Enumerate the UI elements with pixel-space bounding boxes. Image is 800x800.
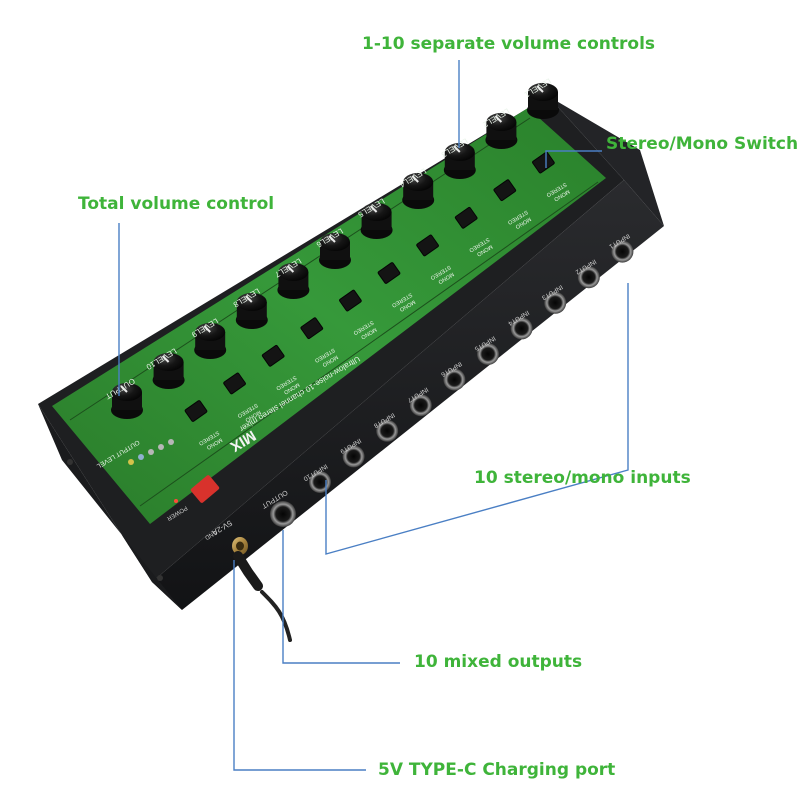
usb-cable: [233, 551, 292, 642]
stereo-mono-switch[interactable]: [184, 400, 208, 422]
input-jack: [510, 317, 533, 340]
level-knob[interactable]: [152, 353, 185, 389]
stereo-mono-switch[interactable]: [416, 234, 439, 257]
input-jack: [443, 368, 466, 391]
leader-stereo: [545, 150, 602, 168]
callout-total-volume: Total volume control: [78, 194, 275, 214]
callout-outputs: 10 mixed outputs: [414, 652, 583, 672]
chassis-right-end: [548, 96, 664, 226]
input-jack: [477, 343, 499, 365]
callout-charging-port: 5V TYPE-C Charging port: [378, 760, 616, 780]
leader-charging: [233, 560, 366, 771]
callout-inputs: 10 stereo/mono inputs: [474, 468, 691, 488]
level-knob[interactable]: [527, 83, 559, 119]
leader-outputs: [282, 530, 400, 664]
stereo-mono-switch[interactable]: [339, 289, 362, 312]
callout-volume-controls: 1-10 separate volume controls: [362, 34, 656, 54]
level-knob[interactable]: [319, 233, 351, 269]
stereo-mono-switch[interactable]: [532, 151, 555, 174]
stereo-mono-switch[interactable]: [261, 344, 285, 367]
stereo-mono-switch[interactable]: [300, 317, 324, 340]
input-jack: [577, 266, 600, 289]
input-jack: [544, 291, 567, 314]
level-knob[interactable]: [402, 173, 435, 209]
power-button[interactable]: [190, 474, 220, 503]
callout-stereo-mono-switch: Stereo/Mono Switch: [606, 134, 799, 154]
power-led: [174, 499, 178, 503]
volume-knobs: [111, 83, 559, 419]
stereo-mono-switch[interactable]: [223, 372, 246, 395]
stereo-mono-switch[interactable]: [454, 206, 478, 229]
output-level-leds: [128, 439, 174, 465]
output-jack: [270, 501, 296, 527]
input-jack: [611, 240, 634, 263]
type-c-port: [232, 537, 248, 555]
input-jacks: [309, 240, 634, 493]
stereo-mono-switch[interactable]: [377, 262, 401, 284]
level-knob[interactable]: [277, 263, 310, 299]
level-knob[interactable]: [235, 293, 268, 329]
stereo-mono-switches: [184, 151, 555, 422]
stereo-mono-switch[interactable]: [493, 179, 517, 202]
input-jack: [342, 445, 365, 468]
level-knob[interactable]: [360, 203, 393, 239]
input-jack: [409, 394, 432, 417]
input-jack: [376, 419, 399, 442]
level-knob[interactable]: [485, 113, 518, 149]
leader-inputs: [325, 283, 629, 555]
level-knob[interactable]: [194, 323, 227, 359]
callout-leader-lines: [118, 60, 629, 771]
level-knob[interactable]: [443, 143, 476, 179]
